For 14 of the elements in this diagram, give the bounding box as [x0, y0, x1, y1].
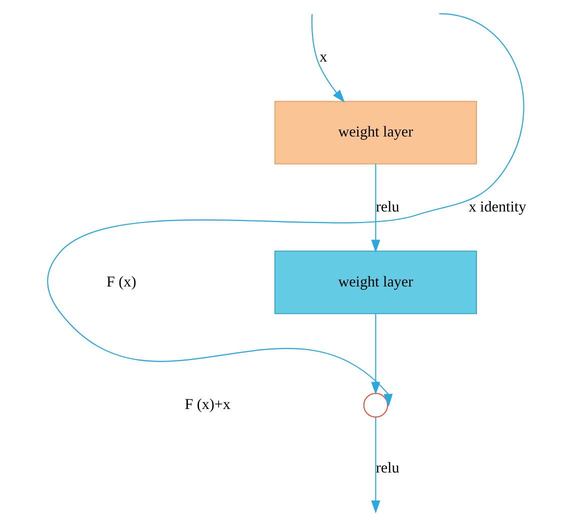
arrow	[311, 14, 345, 102]
label: F (x)+x	[184, 396, 230, 413]
arrow	[371, 313, 380, 394]
node-box: weight layer	[274, 100, 477, 164]
label: F (x)	[106, 274, 136, 290]
node-circle	[363, 392, 388, 418]
edge-label: x	[320, 49, 328, 66]
arrow	[47, 12, 524, 406]
edge-label: relu	[376, 460, 400, 476]
arrow	[371, 416, 380, 513]
edge-label: x identity	[468, 198, 526, 215]
edge-label: relu	[376, 198, 400, 215]
node-box: weight layer	[274, 250, 477, 314]
arrow	[371, 163, 380, 252]
